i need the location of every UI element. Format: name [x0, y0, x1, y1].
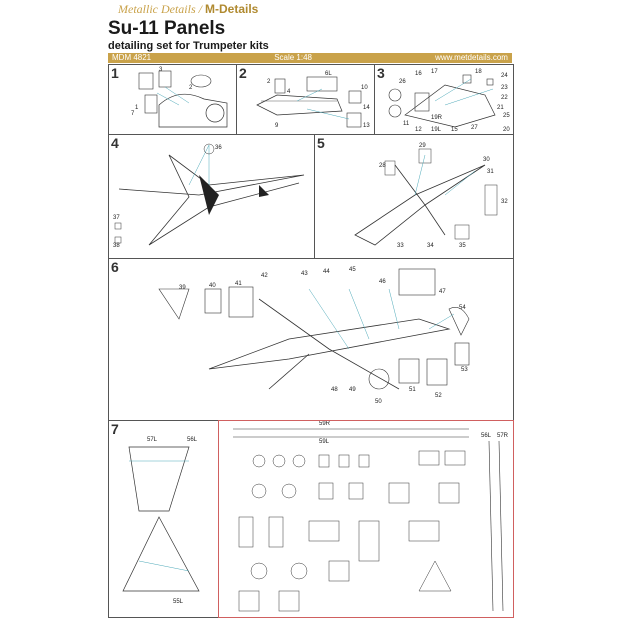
brand: Metallic Details / M-Details — [118, 2, 258, 16]
label: 37 — [113, 215, 120, 221]
label: 15 — [451, 127, 458, 133]
label: 36 — [215, 145, 222, 151]
label: 14 — [363, 105, 370, 111]
label: 54 — [459, 305, 466, 311]
label: 43 — [301, 271, 308, 277]
label: 40 — [209, 283, 216, 289]
label: 22 — [501, 95, 508, 101]
label: 9 — [275, 123, 279, 129]
label: 50 — [375, 399, 382, 405]
step-5-panel: 5 28 29 30 31 32 33 34 35 — [314, 134, 514, 260]
website: www.metdetails.com — [435, 53, 508, 62]
label: 20 — [503, 127, 510, 133]
label: 26 — [399, 79, 406, 85]
label: 25 — [503, 113, 510, 119]
label: 6L — [325, 71, 332, 77]
label: 51 — [409, 387, 416, 393]
step-number: 4 — [111, 135, 119, 151]
label: 49 — [349, 387, 356, 393]
parts-sheet-panel: 59R 59L 56L 57R — [218, 420, 514, 618]
fins-drawing — [122, 446, 200, 592]
step-7-panel: 7 57L 56L 55L — [108, 420, 220, 618]
label: 55L — [173, 599, 184, 605]
label: 42 — [261, 273, 268, 279]
step-number: 7 — [111, 421, 119, 437]
label: 10 — [361, 85, 368, 91]
label: 24 — [501, 73, 508, 79]
brand-right: M-Details — [205, 2, 259, 16]
label: 1 — [135, 105, 139, 111]
label: 12 — [415, 127, 422, 133]
label: 35 — [459, 243, 466, 249]
label: 18 — [475, 69, 482, 75]
label: 59L — [319, 439, 330, 445]
page-subtitle: detailing set for Trumpeter kits — [108, 40, 269, 52]
fuselage-drawing — [388, 74, 496, 128]
parts-outlines — [233, 428, 504, 612]
label: 19R — [431, 115, 443, 121]
label: 21 — [497, 105, 504, 111]
label: 52 — [435, 393, 442, 399]
label: 11 — [403, 121, 410, 127]
label: 17 — [431, 69, 438, 75]
step-4-panel: 4 36 37 38 — [108, 134, 316, 260]
label: 47 — [439, 289, 446, 295]
label: 48 — [331, 387, 338, 393]
cockpit-drawing — [256, 76, 362, 128]
label: 59R — [319, 421, 331, 427]
label: 2 — [267, 79, 271, 85]
label: 44 — [323, 269, 330, 275]
label: 53 — [461, 367, 468, 373]
label: 34 — [427, 243, 434, 249]
step-6-panel: 6 39 40 41 42 43 44 45 46 47 54 48 49 50… — [108, 258, 514, 422]
aircraft-angle-view — [354, 148, 498, 246]
label: 27 — [471, 125, 478, 131]
step-1-panel: 1 3 2 1 7 — [108, 64, 238, 136]
label: 57R — [497, 433, 509, 439]
scale-label: Scale 1:48 — [274, 53, 312, 62]
label: 31 — [487, 169, 494, 175]
info-bar: MDM 4821 Scale 1:48 www.metdetails.com — [108, 53, 512, 63]
label: 56L — [481, 433, 492, 439]
brand-left: Metallic Details — [118, 2, 196, 16]
label: 32 — [501, 199, 508, 205]
step-number: 5 — [317, 135, 325, 151]
label: 4 — [287, 89, 291, 95]
label: 30 — [483, 157, 490, 163]
label: 29 — [419, 143, 426, 149]
step-2-panel: 2 2 4 6L 10 14 9 13 — [236, 64, 376, 136]
label: 28 — [379, 163, 386, 169]
page-title: Su-11 Panels — [108, 18, 226, 39]
step-number: 1 — [111, 65, 119, 81]
label: 41 — [235, 281, 242, 287]
step-number: 2 — [239, 65, 247, 81]
label: 57L — [147, 437, 158, 443]
step-number: 6 — [111, 259, 119, 275]
label: 7 — [131, 111, 135, 117]
label: 16 — [415, 71, 422, 77]
label: 38 — [113, 243, 120, 249]
label: 45 — [349, 267, 356, 273]
label: 46 — [379, 279, 386, 285]
label: 2 — [189, 85, 193, 91]
brand-separator: / — [195, 2, 205, 16]
step-3-panel: 3 16 17 18 24 26 23 22 21 25 19R 11 12 1… — [374, 64, 514, 136]
label: 3 — [159, 67, 163, 73]
step-number: 3 — [377, 65, 385, 81]
label: 33 — [397, 243, 404, 249]
label: 56L — [187, 437, 198, 443]
label: 23 — [501, 85, 508, 91]
canopy-drawing — [138, 70, 228, 128]
aircraft-side-view — [158, 268, 470, 390]
label: 39 — [179, 285, 186, 291]
label: 19L — [431, 127, 442, 133]
aircraft-top-view — [114, 143, 305, 246]
label: 13 — [363, 123, 370, 129]
product-code: MDM 4821 — [112, 53, 152, 62]
